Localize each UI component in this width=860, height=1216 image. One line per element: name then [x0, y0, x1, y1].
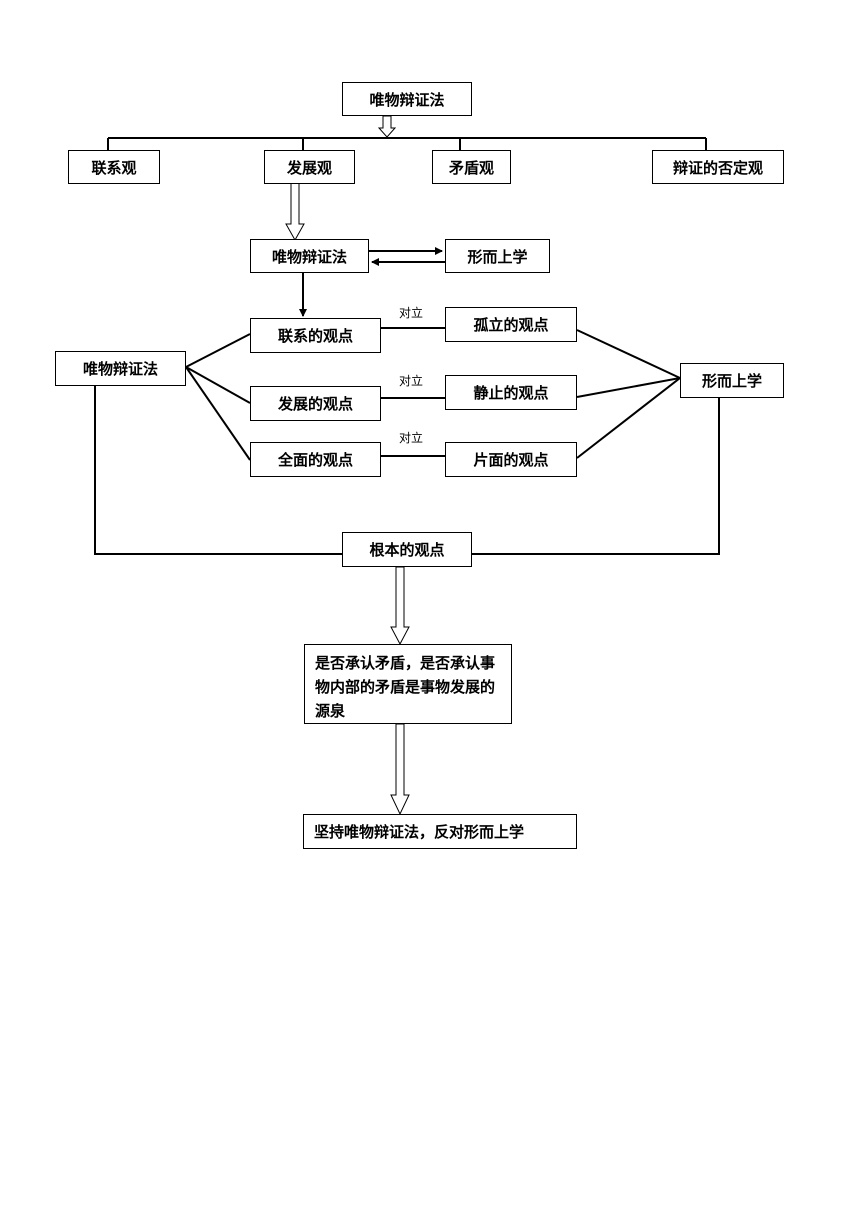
hollow-arrow-conclusion [390, 723, 410, 816]
contradiction-box: 是否承认矛盾，是否承认事物内部的矛盾是事物发展的源泉 [304, 644, 512, 724]
jingzhi-view-box: 静止的观点 [445, 375, 577, 410]
guli-view-box: 孤立的观点 [445, 307, 577, 342]
hollow-arrow-fazhan [285, 182, 305, 242]
right-metaphysics-box: 形而上学 [680, 363, 784, 398]
opposite-label-3: 对立 [399, 431, 424, 445]
fundamental-view-box: 根本的观点 [342, 532, 472, 567]
lianxi-view-box: 联系的观点 [250, 318, 381, 353]
top-dialectics-box: 唯物辩证法 [342, 82, 472, 116]
fan-left-2 [185, 366, 251, 404]
fan-left-1 [185, 333, 251, 368]
fazhan-view-box: 发展的观点 [250, 386, 381, 421]
fan-right-1 [576, 329, 681, 379]
mid-metaphysics-box: 形而上学 [445, 239, 550, 273]
fouding-guan-box: 辩证的否定观 [652, 150, 784, 184]
left-to-fundamental-line [94, 386, 342, 555]
fazhan-guan-box: 发展观 [264, 150, 355, 184]
fan-right-3 [576, 377, 681, 459]
quanmian-view-box: 全面的观点 [250, 442, 381, 477]
pianmian-view-box: 片面的观点 [445, 442, 577, 477]
hollow-arrow-top [377, 115, 397, 138]
maodun-guan-box: 矛盾观 [432, 150, 511, 184]
lianxi-guan-box: 联系观 [68, 150, 160, 184]
mid-dialectics-box: 唯物辩证法 [250, 239, 369, 273]
conclusion-box: 坚持唯物辩证法，反对形而上学 [303, 814, 577, 849]
opposite-label-1: 对立 [399, 306, 424, 320]
opposite-label-2: 对立 [399, 374, 424, 388]
fan-left-3 [185, 366, 251, 461]
left-dialectics-box: 唯物辩证法 [55, 351, 186, 386]
hollow-arrow-fundamental [390, 566, 410, 646]
fan-right-2 [576, 377, 681, 398]
right-to-fundamental-line [472, 398, 720, 555]
